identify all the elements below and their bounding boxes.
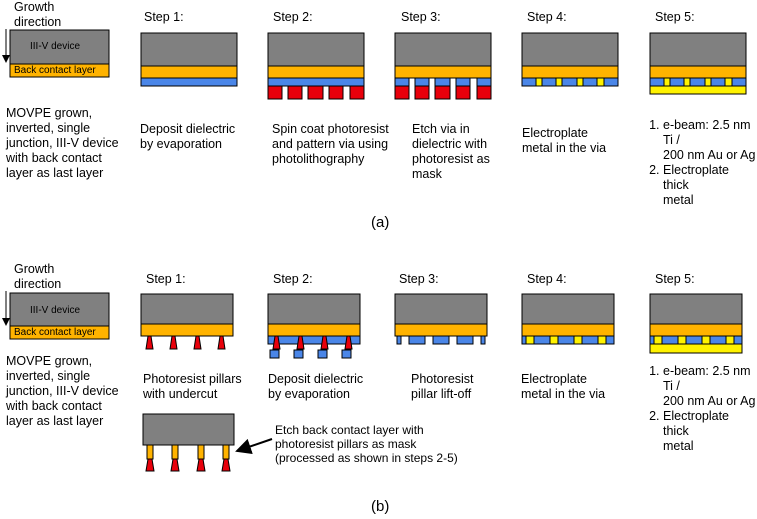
device-layer-b3: [394, 293, 488, 325]
photoresist-a2-5: [349, 85, 365, 100]
photoresist-a2-2: [287, 85, 303, 100]
back-contact-layer-b0: [9, 325, 110, 340]
dielectric-b2: [267, 335, 361, 359]
step-title-a3: Step 3:: [401, 10, 441, 24]
back-contact-layer-a0: [9, 63, 110, 78]
step-list-item-a5-2: Electroplate thick metal: [663, 163, 757, 208]
step-title-b2: Step 2:: [273, 272, 313, 286]
dielectric-b3: [396, 335, 486, 345]
step-title-b5: Step 5:: [655, 272, 695, 286]
photoresist-a2-1: [267, 85, 283, 100]
back-contact-label-b: Back contact layer: [14, 327, 96, 338]
step-list-item-a5-1: e-beam: 2.5 nm Ti / 200 nm Au or Ag: [663, 118, 757, 163]
step-text-b2: Deposit dielectric by evaporation: [268, 372, 364, 401]
etch-note-text: Etch back contact layer with photoresist…: [275, 423, 458, 465]
photoresist-a3: [394, 85, 492, 100]
photoresist-a2-4: [328, 85, 344, 100]
dielectric-metal-layer-b4: [521, 335, 615, 345]
device-label-b: III-V device: [30, 305, 81, 316]
back-contact-layer-a1: [140, 65, 238, 79]
step-text-a3: Etch via in dielectric with photoresist …: [412, 122, 490, 181]
device-layer-a1: [140, 32, 238, 67]
device-layer-a3: [394, 32, 492, 67]
step-text-b3: Photoresist pillar lift-off: [411, 372, 474, 401]
growth-direction-label-b: Growth direction: [14, 262, 62, 291]
dielectric-layer-a2: [267, 77, 365, 87]
etch-note-arrow: [235, 438, 273, 455]
etched-pillars-b: [145, 444, 231, 472]
step-title-a4: Step 4:: [527, 10, 567, 24]
step-title-b1: Step 1:: [146, 272, 186, 286]
device-layer-b2: [267, 293, 361, 325]
back-contact-layer-a3: [394, 65, 492, 79]
thick-metal-layer-a5: [649, 85, 747, 95]
device-layer-b0: [9, 292, 110, 327]
dielectric-layer-a1: [140, 77, 238, 87]
device-layer-b5: [649, 293, 743, 325]
back-contact-layer-b3: [394, 323, 488, 337]
device-layer-b4: [521, 293, 615, 325]
photoresist-pillars-b1: [145, 335, 226, 350]
etched-dielectric-a3: [394, 77, 492, 87]
step-title-a2: Step 2:: [273, 10, 313, 24]
back-contact-label-a: Back contact layer: [14, 65, 96, 76]
caption-b: (b): [371, 498, 390, 515]
device-layer-b-etch: [142, 413, 235, 446]
back-contact-layer-b4: [521, 323, 615, 337]
step-list-item-b5-1: e-beam: 2.5 nm Ti / 200 nm Au or Ag: [663, 364, 757, 409]
step-text-b4: Electroplate metal in the via: [521, 372, 606, 401]
step-title-a1: Step 1:: [144, 10, 184, 24]
device-layer-a5: [649, 32, 747, 67]
step-list-b5: e-beam: 2.5 nm Ti / 200 nm Au or Ag Elec…: [649, 364, 757, 454]
growth-direction-label-a: Growth direction: [14, 0, 62, 29]
step-text-a4: Electroplate metal in the via: [522, 126, 607, 155]
back-contact-layer-b5: [649, 323, 743, 337]
step-title-b3: Step 3:: [399, 272, 439, 286]
step-title-b4: Step 4:: [527, 272, 567, 286]
step-title-a5: Step 5:: [655, 10, 695, 24]
device-layer-a4: [521, 32, 619, 67]
photoresist-pillars-b2: [272, 335, 353, 350]
back-contact-layer-b2: [267, 323, 361, 337]
back-contact-layer-a5: [649, 65, 747, 79]
via-metal-b4: [525, 335, 607, 345]
step-list-item-b5-2: Electroplate thick metal: [663, 409, 757, 454]
device-layer-a2: [267, 32, 365, 67]
intro-text-a: MOVPE grown, inverted, single junction, …: [6, 106, 119, 180]
photoresist-a2-3: [307, 85, 324, 100]
step-text-b1: Photoresist pillars with undercut: [143, 372, 242, 401]
step-text-a1: Deposit dielectric by evaporation: [140, 122, 236, 151]
back-contact-layer-b1: [140, 323, 234, 337]
panel-a-diagrams: [2, 29, 747, 100]
via-metal-a4: [535, 77, 605, 87]
panel-b-diagrams: [2, 291, 743, 472]
back-contact-layer-a4: [521, 65, 619, 79]
thick-metal-layer-b5: [649, 343, 743, 354]
step-list-a5: e-beam: 2.5 nm Ti / 200 nm Au or Ag Elec…: [649, 118, 757, 208]
caption-a: (a): [371, 214, 390, 231]
back-contact-layer-a2: [267, 65, 365, 79]
device-layer-b1: [140, 293, 234, 325]
device-label-a: III-V device: [30, 41, 81, 52]
step-text-a2: Spin coat photoresist and pattern via us…: [272, 122, 389, 166]
intro-text-b: MOVPE grown, inverted, single junction, …: [6, 354, 119, 428]
dielectric-metal-layer-a4: [521, 77, 619, 87]
